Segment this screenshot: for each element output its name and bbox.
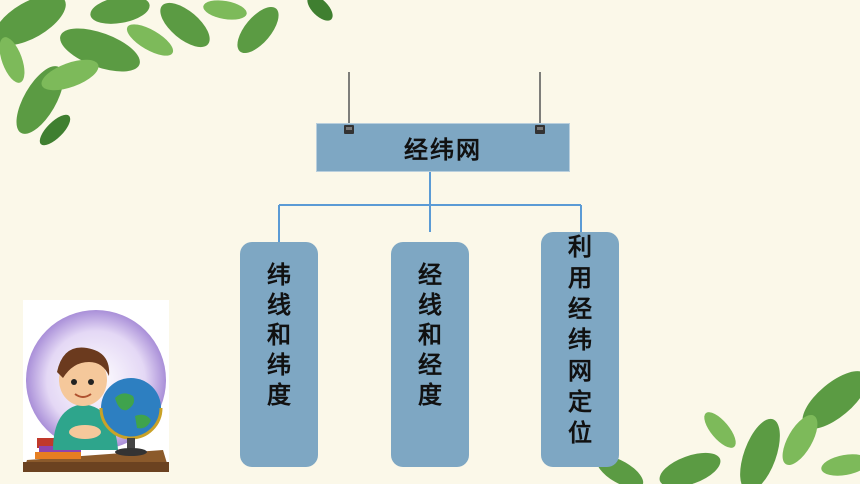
card-char: 定 (568, 388, 592, 416)
card-char: 用 (568, 264, 592, 292)
card-char: 度 (267, 381, 291, 409)
card-char: 纬 (267, 351, 291, 379)
boy-with-globe-illustration (23, 300, 169, 472)
child-node-longitude: 经 线 和 经 度 (391, 242, 469, 467)
card-char: 纬 (267, 261, 291, 289)
card-char: 线 (267, 291, 291, 319)
card-char: 度 (418, 381, 442, 409)
root-node: 经纬网 (316, 123, 570, 172)
binder-clip-right (535, 125, 545, 134)
child-node-latitude: 纬 线 和 纬 度 (240, 242, 318, 467)
card-char: 位 (568, 419, 592, 447)
card-char: 网 (568, 357, 592, 385)
card-char: 纬 (568, 326, 592, 354)
card-char: 经 (568, 295, 592, 323)
card-char: 经 (418, 351, 442, 379)
root-node-label: 经纬网 (404, 136, 482, 164)
card-char: 经 (418, 261, 442, 289)
binder-clip-left (344, 125, 354, 134)
card-char: 利 (568, 233, 592, 261)
card-char: 和 (267, 321, 291, 349)
child-node-positioning: 利 用 经 纬 网 定 位 (541, 232, 619, 467)
card-char: 线 (418, 291, 442, 319)
card-char: 和 (418, 321, 442, 349)
